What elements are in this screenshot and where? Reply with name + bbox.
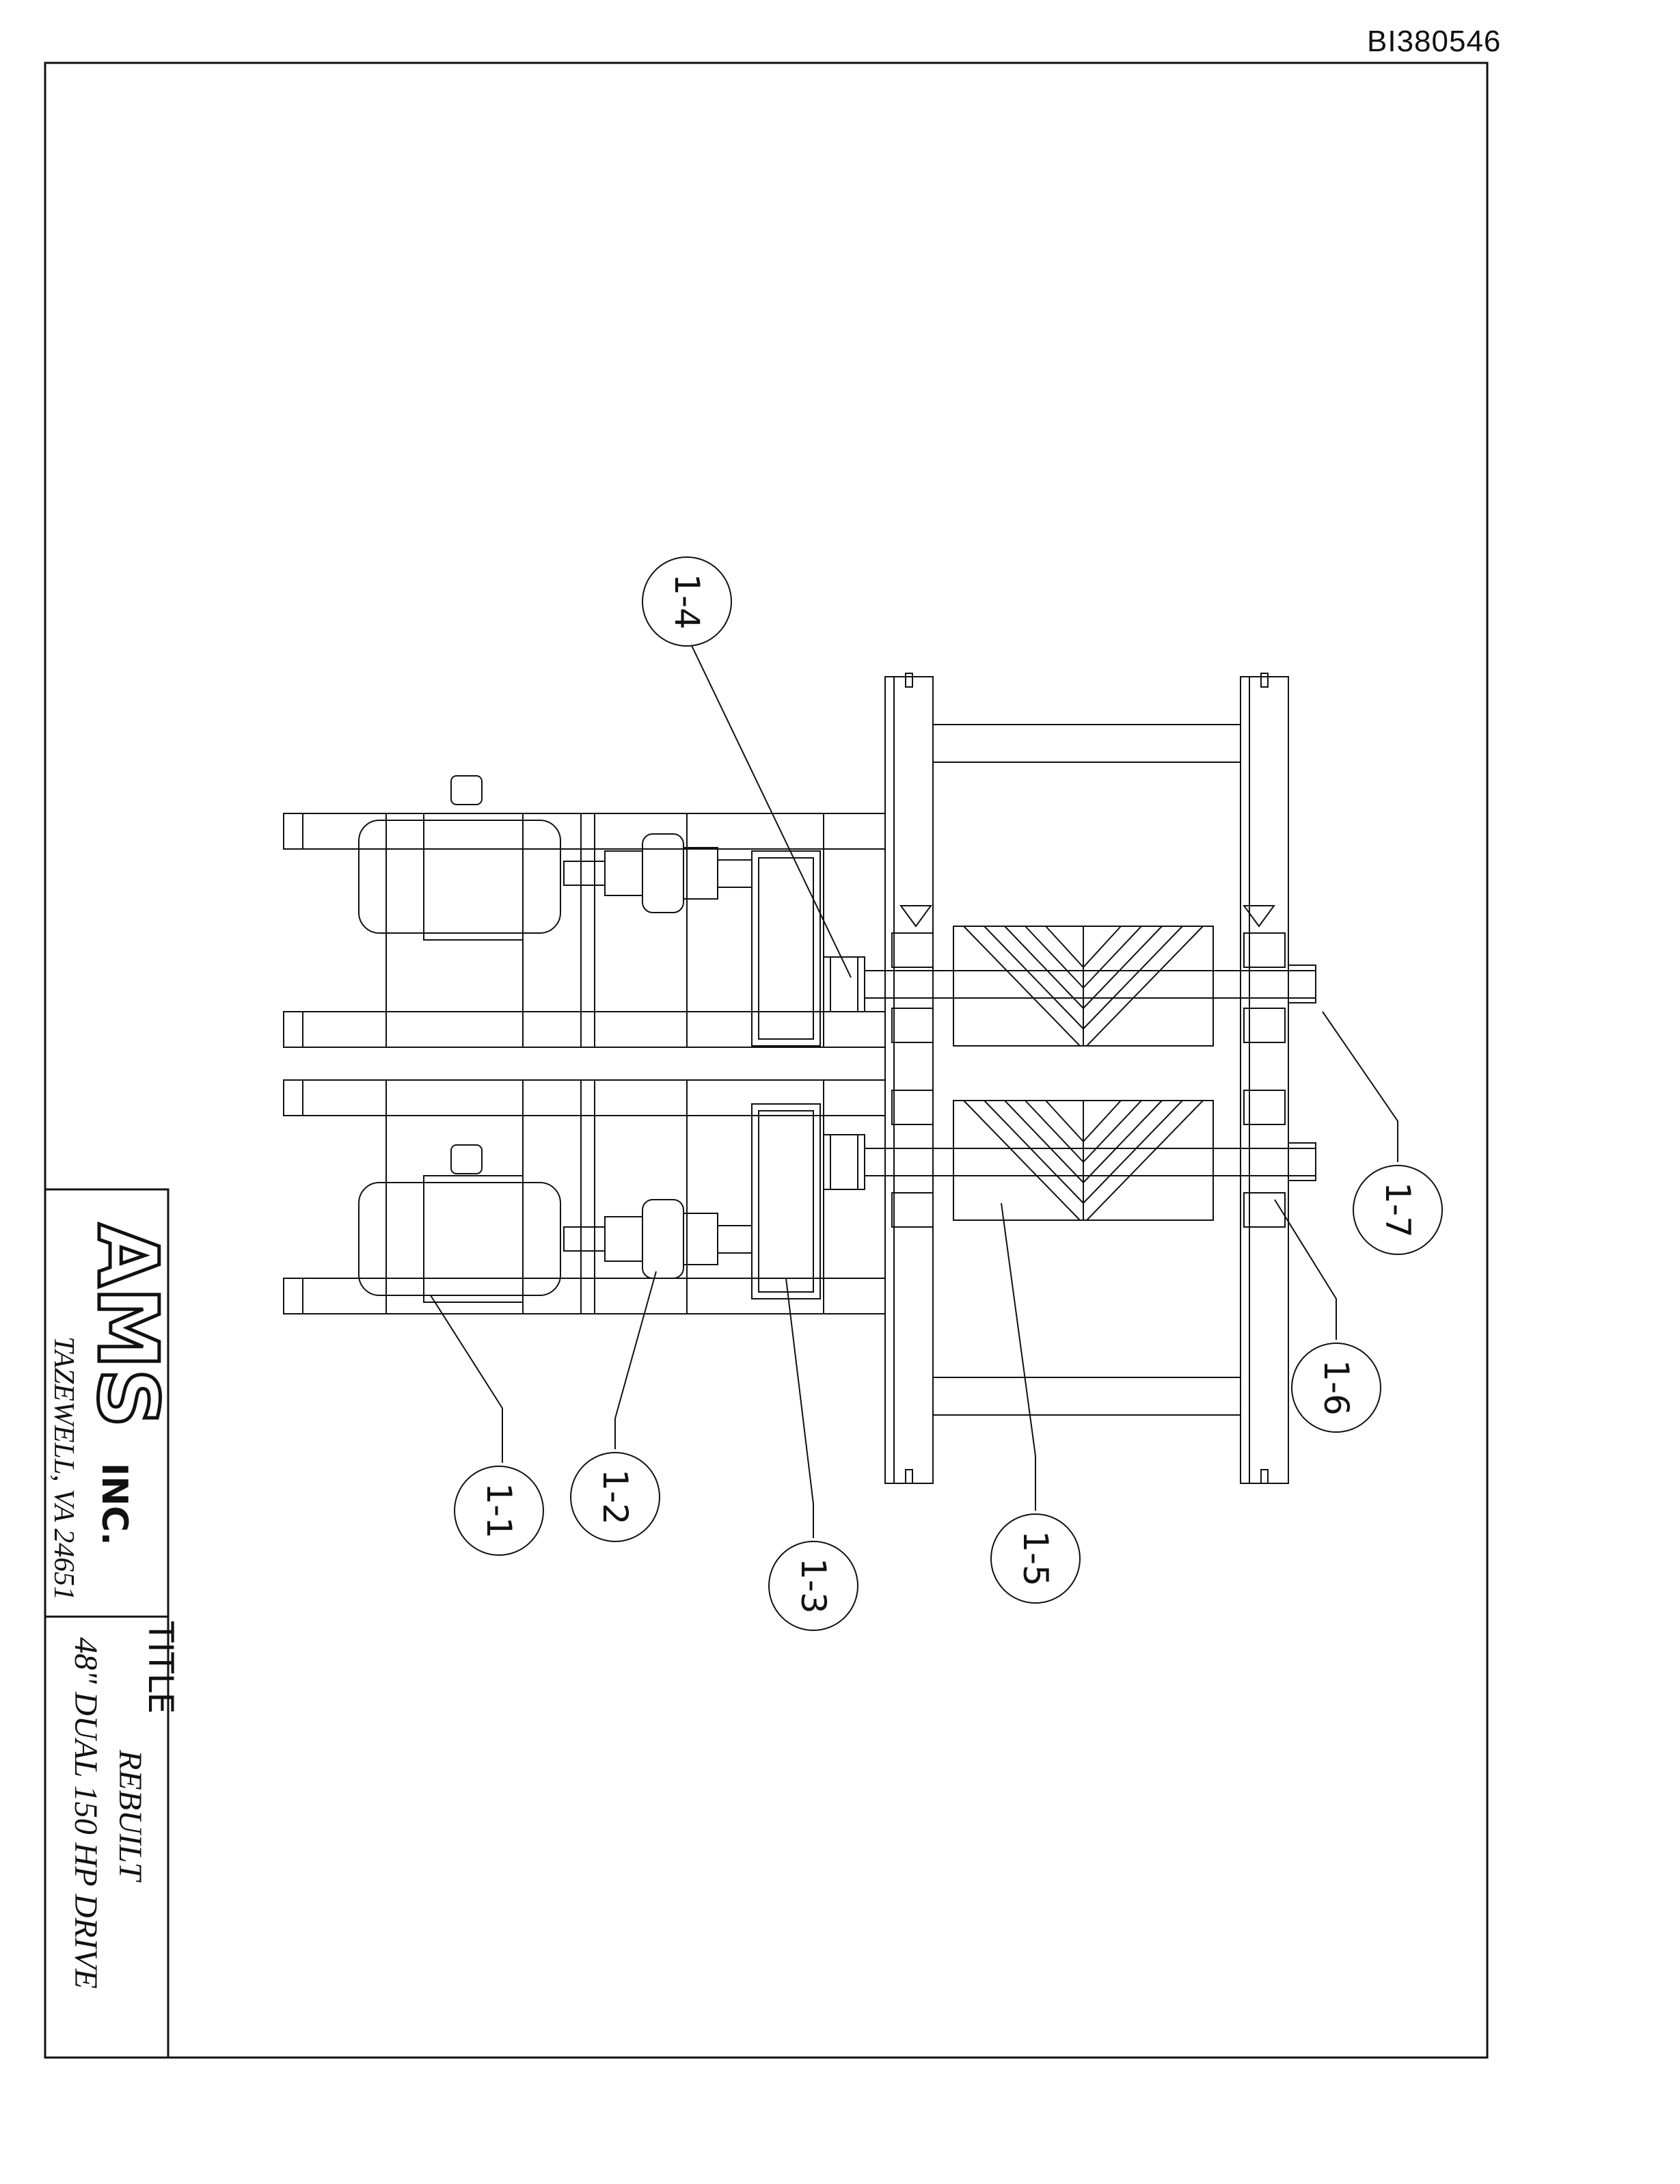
- sheet-border: [45, 63, 1487, 2058]
- company-suffix: INC.: [94, 1463, 135, 1546]
- company-location: TAZEWELL, VA 24651: [48, 1336, 79, 1600]
- callout-balloons: [455, 557, 1442, 1630]
- leader-lines: [431, 636, 1398, 1538]
- drawing-title-line2: 48" DUAL 150 HP DRIVE: [68, 1637, 104, 1988]
- callout-label-1-6: 1-6: [1316, 1360, 1356, 1416]
- document-id: BI380546: [1367, 25, 1502, 58]
- title-block: [45, 1189, 168, 2058]
- callout-balloon-1-1: [455, 1466, 543, 1555]
- callout-label-1-2: 1-2: [595, 1469, 635, 1525]
- title-caption: TITLE: [141, 1621, 180, 1714]
- callout-balloon-1-7: [1353, 1165, 1442, 1254]
- callout-label-1-1: 1-1: [479, 1483, 519, 1539]
- drawing-title-line1: REBUILT: [112, 1749, 148, 1883]
- company-logo: AMS: [79, 1224, 174, 1428]
- drum-flights: [964, 926, 1203, 1220]
- callout-balloon-1-3: [769, 1541, 858, 1630]
- callout-balloon-1-5: [991, 1514, 1080, 1603]
- callout-balloon-1-6: [1292, 1343, 1381, 1432]
- drive-assembly: [284, 673, 1316, 1483]
- callout-balloon-1-4: [642, 557, 731, 646]
- callout-label-1-5: 1-5: [1016, 1531, 1055, 1587]
- callout-balloon-1-2: [571, 1453, 660, 1541]
- callout-label-1-4: 1-4: [667, 574, 707, 630]
- callout-label-1-3: 1-3: [794, 1558, 833, 1614]
- callout-label-1-7: 1-7: [1378, 1182, 1418, 1238]
